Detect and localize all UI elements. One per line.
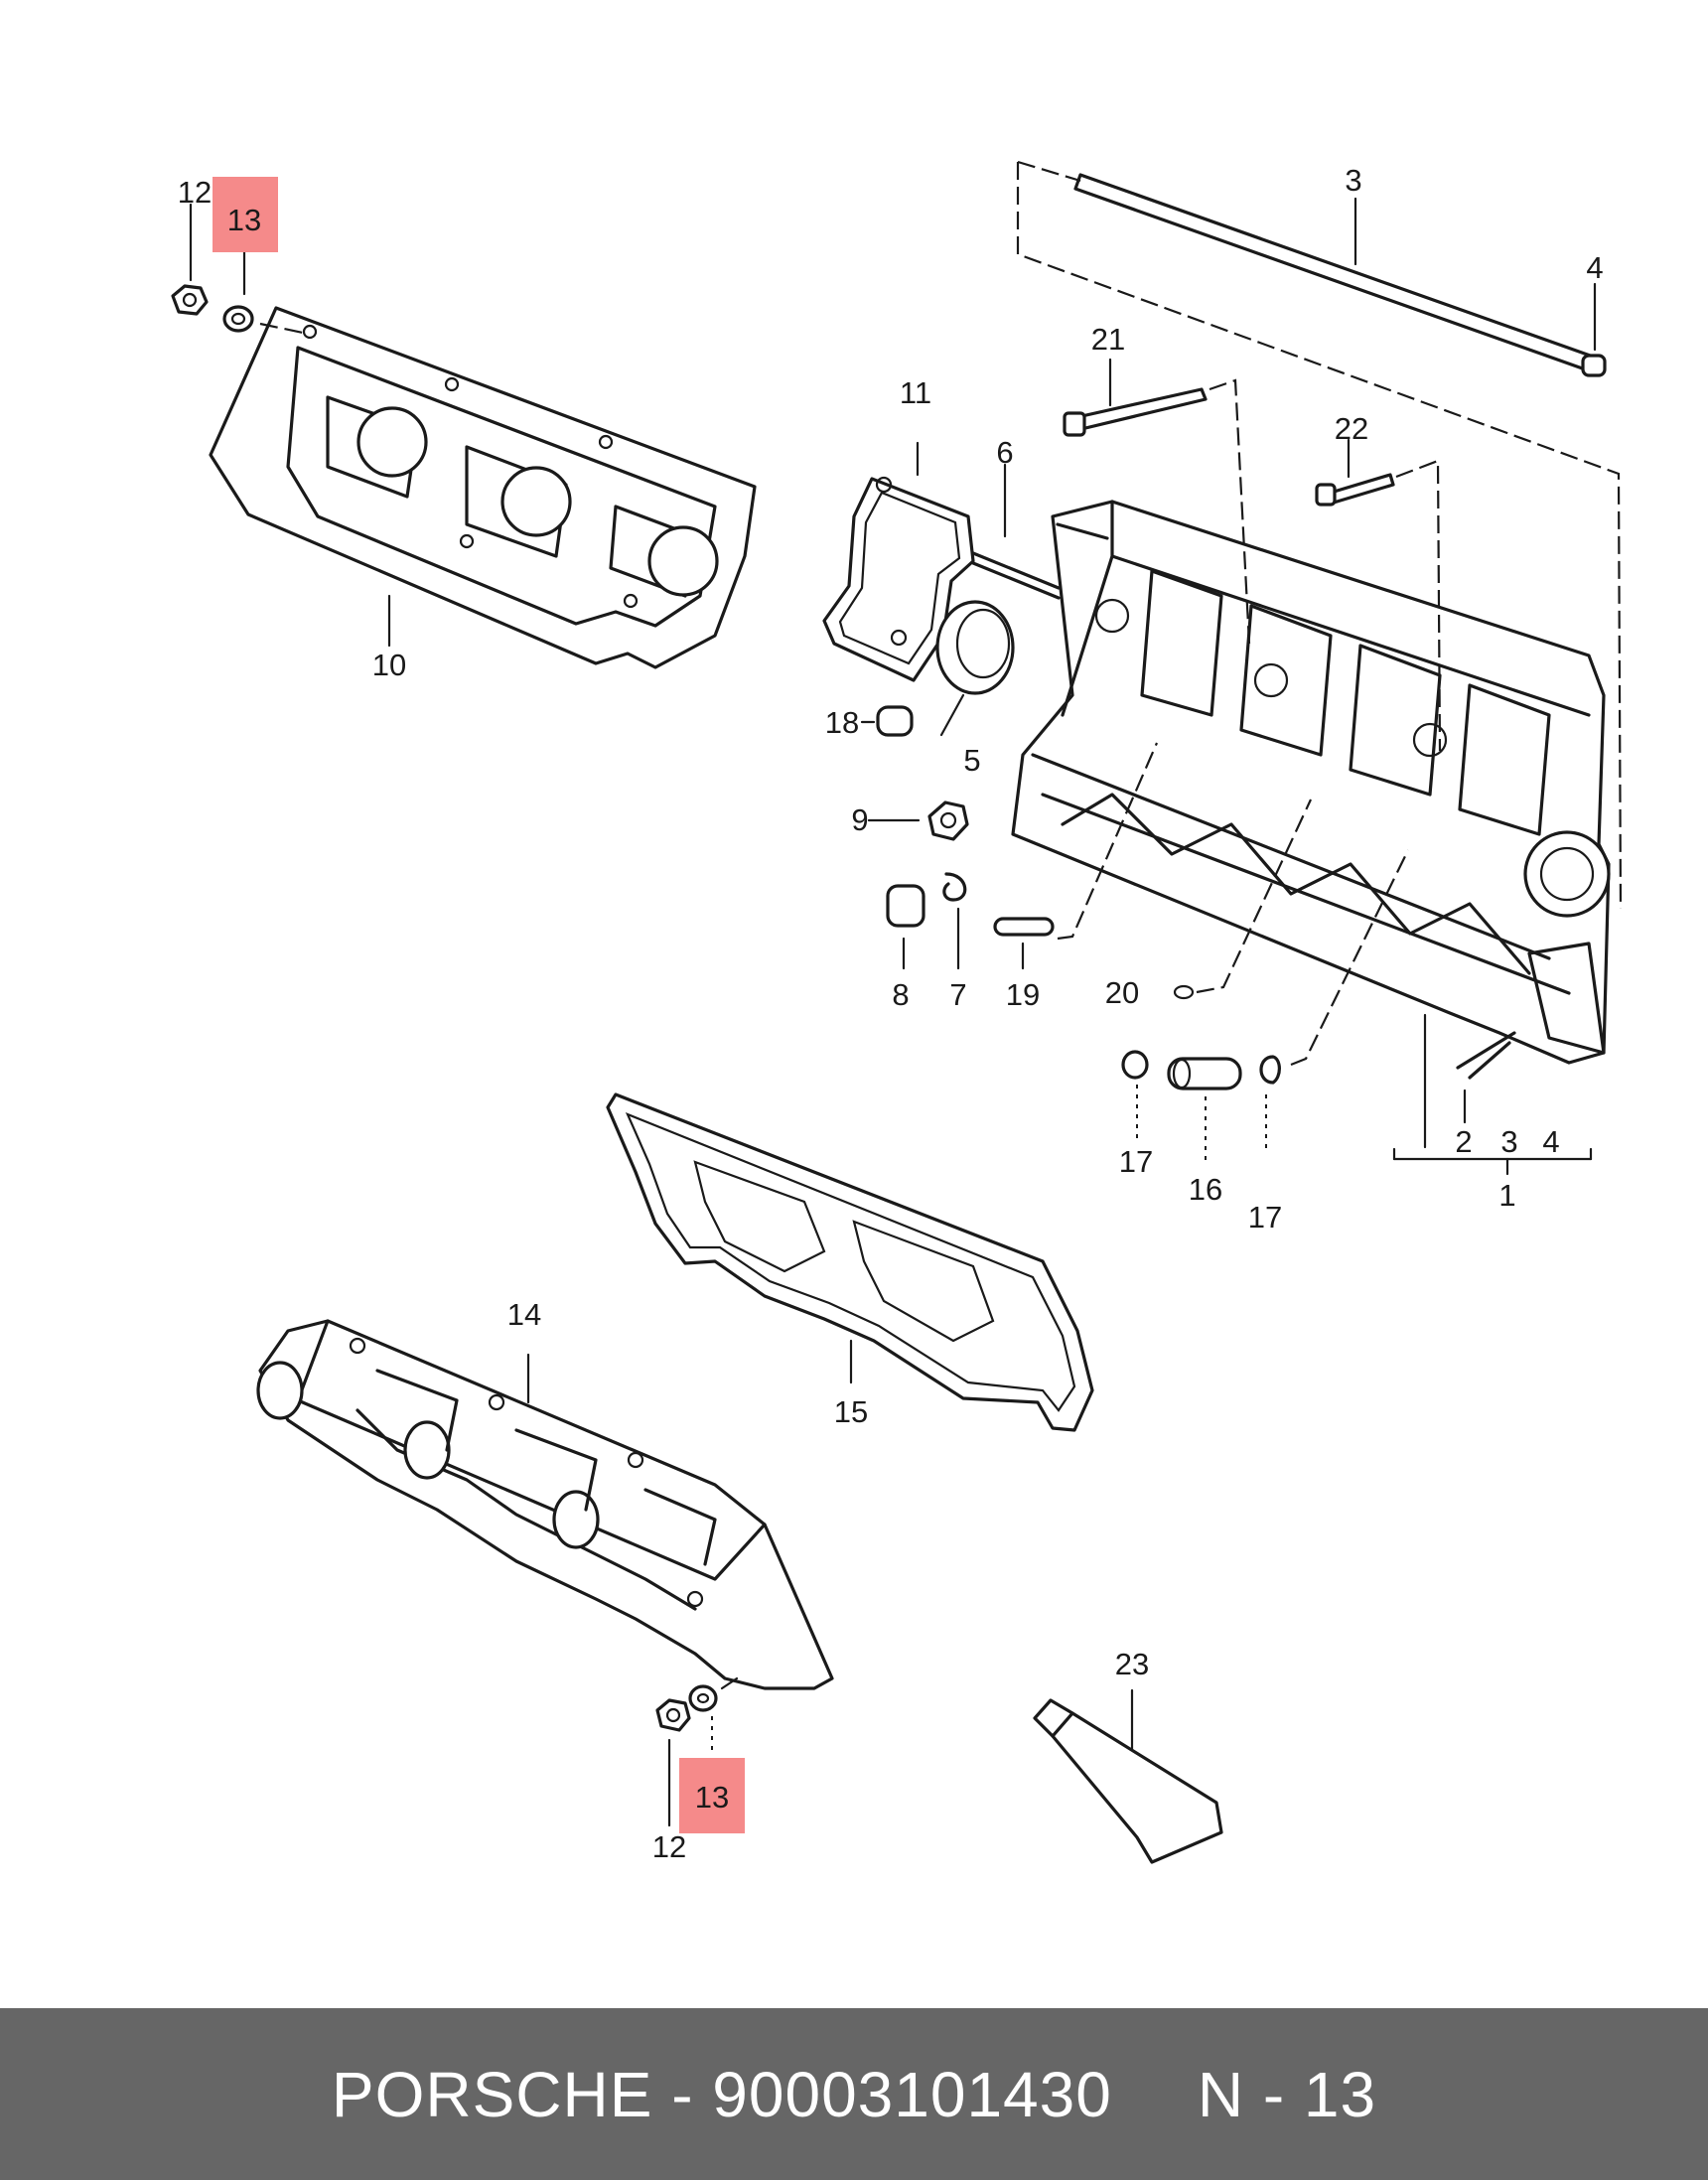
part-14-cam-housing	[256, 1319, 834, 1690]
part-20-pin	[1173, 799, 1312, 1000]
cylinder-head	[1011, 500, 1611, 1080]
callout-22: 22	[1335, 411, 1368, 446]
part-21-bolt	[1063, 358, 1251, 645]
part-19-pin	[993, 742, 1159, 970]
part-8-bush	[886, 884, 925, 970]
part-13-washer-bottom	[688, 1676, 739, 1756]
callout-4: 4	[1586, 250, 1603, 285]
part-5-cap	[935, 600, 1015, 737]
callout-5: 5	[963, 743, 980, 778]
part-7-clip	[942, 872, 967, 970]
callout-1: 1	[1498, 1178, 1515, 1213]
highlight-box-top	[213, 177, 278, 252]
callout-labels: 12 13 3 4 21 11 22 6 10 18 5 9 8 7 19 20…	[178, 163, 1604, 1864]
callout-21: 21	[1091, 322, 1125, 357]
callout-15: 15	[834, 1394, 868, 1429]
part-22-bolt	[1315, 438, 1442, 752]
footer-brand-part-number: PORSCHE - 90003101430	[331, 2058, 1112, 2130]
callout-6: 6	[996, 435, 1013, 470]
callout-9: 9	[851, 802, 868, 837]
part-23-sealant-tube	[1033, 1688, 1223, 1864]
part-16-guide	[1167, 1057, 1242, 1162]
callout-4: 4	[1542, 1124, 1559, 1159]
part-17-washer-right	[1259, 849, 1409, 1154]
callout-13: 13	[227, 203, 261, 237]
callout-7: 7	[949, 977, 966, 1012]
highlight-box-bottom	[679, 1758, 745, 1833]
part-18-plug	[860, 705, 914, 737]
part-10-cam-housing	[209, 306, 757, 669]
callout-8: 8	[892, 977, 909, 1012]
callout-19: 19	[1006, 977, 1040, 1012]
callout-17: 17	[1248, 1200, 1282, 1235]
callout-10: 10	[372, 648, 406, 682]
callout-18: 18	[825, 705, 859, 740]
callout-11: 11	[900, 375, 931, 410]
part-15-gasket	[606, 1092, 1094, 1432]
part-12-nut-bottom	[655, 1698, 691, 1827]
callout-17: 17	[1119, 1144, 1153, 1179]
part-11-gasket	[822, 441, 975, 682]
callout-3: 3	[1500, 1124, 1517, 1159]
part-12-nut-top	[171, 203, 209, 316]
callout-20: 20	[1105, 975, 1139, 1010]
callout-23: 23	[1115, 1647, 1149, 1681]
bracket-1	[1392, 1013, 1593, 1176]
callout-3: 3	[1345, 163, 1361, 198]
callout-14: 14	[507, 1297, 541, 1332]
part-17-washer-left	[1121, 1050, 1149, 1142]
callout-2: 2	[1455, 1124, 1472, 1159]
parts-exploded-diagram: 12 13 3 4 21 11 22 6 10 18 5 9 8 7 19 20…	[171, 160, 1623, 1864]
callout-12: 12	[178, 175, 212, 210]
callout-16: 16	[1189, 1172, 1222, 1207]
footer-bar: PORSCHE - 90003101430 N - 13	[0, 2008, 1708, 2180]
part-9-nut	[867, 800, 969, 841]
callout-13: 13	[695, 1780, 729, 1815]
part-6-stud	[971, 463, 1061, 600]
part-3-shaft	[1016, 160, 1623, 910]
footer-position-code: N - 13	[1197, 2058, 1377, 2130]
callout-12: 12	[652, 1829, 686, 1864]
